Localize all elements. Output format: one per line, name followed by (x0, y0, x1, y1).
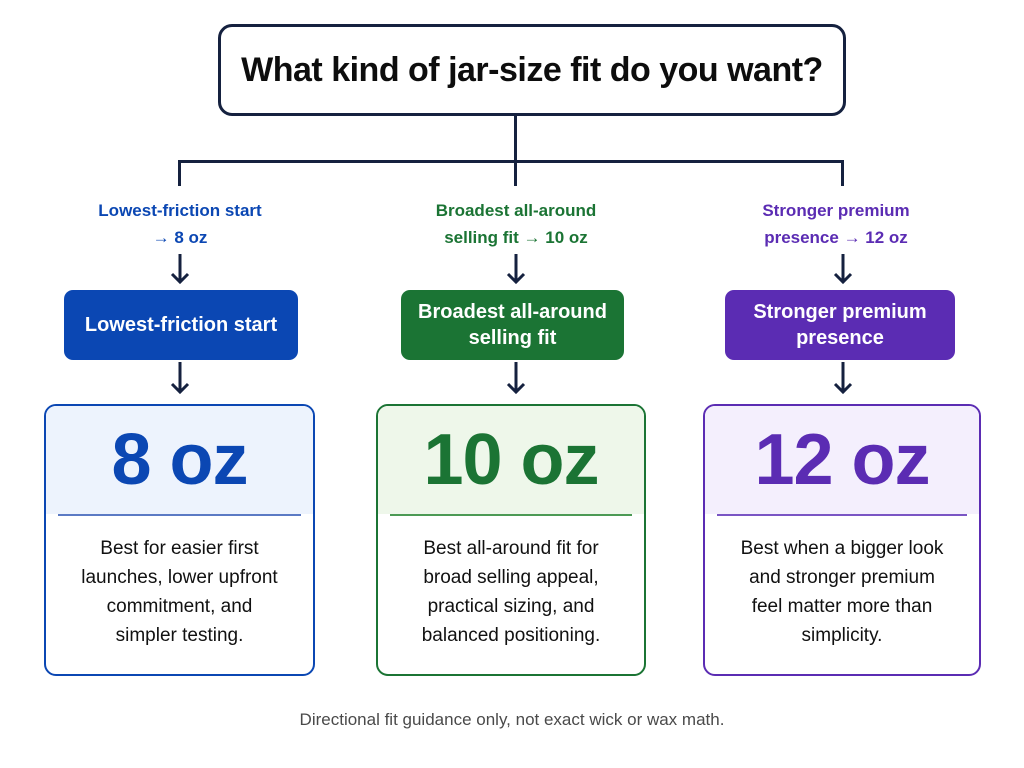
branch-label-line: → 8 oz (152, 228, 208, 247)
result-divider (58, 514, 301, 516)
connector-right-drop (841, 160, 844, 186)
result-size-panel: 8 oz (46, 406, 313, 514)
connector-center-drop (514, 160, 517, 186)
option-pill-line: Broadest all-around (418, 301, 607, 323)
connector-left-drop (178, 160, 181, 186)
option-pill-12oz: Stronger premium presence (725, 290, 955, 360)
option-pill-line: presence (796, 327, 884, 349)
arrow-down-icon (504, 252, 528, 286)
branch-label-line: selling fit → 10 oz (444, 228, 588, 247)
arrow-down-icon (168, 362, 192, 396)
branch-label-line: Broadest all-around (435, 201, 597, 220)
question-node: What kind of jar-size fit do you want? (218, 24, 846, 116)
option-pill-line: Stronger premium (753, 301, 927, 323)
branch-label-line: Stronger premium (762, 201, 910, 220)
option-pill-line: Lowest-friction start (84, 314, 278, 336)
connector-trunk (514, 116, 517, 162)
result-divider (390, 514, 632, 516)
result-description: Best for easier first launches, lower up… (81, 538, 278, 646)
result-size: 12 oz (754, 420, 930, 500)
arrow-down-icon (831, 362, 855, 396)
result-card-12oz: 12 oz Best when a bigger look and strong… (703, 404, 981, 676)
branch-label-line: Lowest-friction start (98, 201, 262, 220)
branch-label-8oz: Lowest-friction start → 8 oz (50, 197, 310, 251)
arrow-down-icon (168, 252, 192, 286)
result-description: Best when a bigger look and stronger pre… (740, 538, 944, 646)
result-size: 10 oz (423, 420, 599, 500)
option-pill-10oz: Broadest all-around selling fit (401, 290, 624, 360)
question-title: What kind of jar-size fit do you want? (241, 50, 823, 89)
option-pill-8oz: Lowest-friction start (64, 290, 298, 360)
connector-horizontal (178, 160, 844, 163)
branch-label-12oz: Stronger premium presence → 12 oz (706, 197, 966, 251)
option-pill-line: selling fit (468, 327, 557, 349)
result-size-panel: 12 oz (705, 406, 979, 514)
branch-label-line: presence → 12 oz (764, 228, 908, 247)
result-size: 8 oz (111, 420, 248, 500)
result-card-10oz: 10 oz Best all-around fit for broad sell… (376, 404, 646, 676)
result-divider (717, 514, 967, 516)
result-card-8oz: 8 oz Best for easier first launches, low… (44, 404, 315, 676)
footnote: Directional fit guidance only, not exact… (299, 710, 725, 729)
arrow-down-icon (504, 362, 528, 396)
arrow-down-icon (831, 252, 855, 286)
result-description: Best all-around fit for broad selling ap… (421, 538, 601, 646)
result-size-panel: 10 oz (378, 406, 644, 514)
branch-label-10oz: Broadest all-around selling fit → 10 oz (386, 197, 646, 251)
